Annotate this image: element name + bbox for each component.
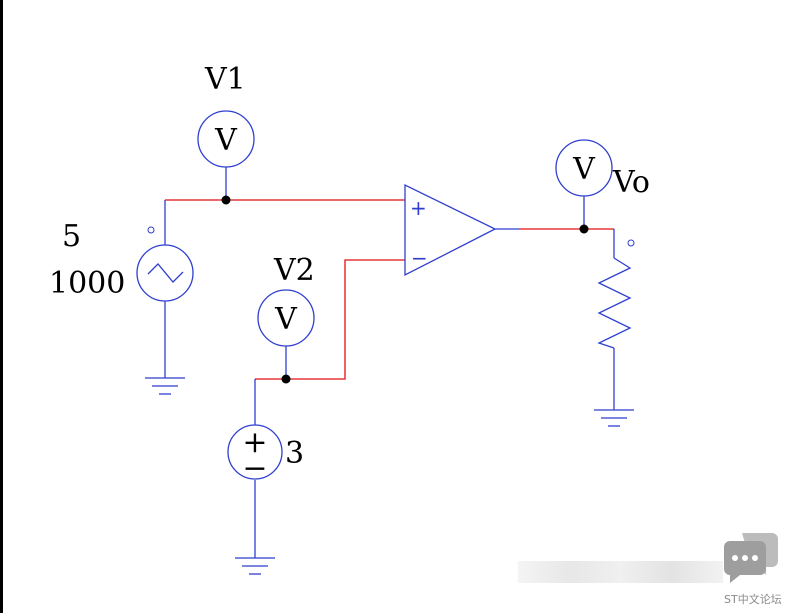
ground-ac: [145, 377, 185, 395]
resistor-zigzag: [597, 257, 632, 349]
window-edge: [0, 0, 3, 613]
ground-load: [594, 409, 634, 427]
blurred-caption: [518, 561, 723, 583]
voltmeter-vo[interactable]: V Vo: [555, 139, 650, 200]
dc-voltage-source[interactable]: + − 3: [227, 424, 304, 486]
ac-source-amplitude: 5: [62, 219, 81, 254]
junction-dot: [221, 195, 231, 205]
v2-node-wire[interactable]: [255, 259, 405, 380]
voltmeter-symbol: V: [274, 302, 298, 337]
forum-watermark: ST中文论坛: [518, 531, 800, 613]
resistor-pin-marker: [627, 239, 635, 247]
dc-source-plus: +: [242, 425, 267, 460]
op-amp[interactable]: + −: [404, 183, 497, 277]
voltmeter-v1[interactable]: V V1: [197, 62, 255, 168]
dc-source-minus: −: [242, 451, 267, 486]
voltmeter-label-v1: V1: [204, 62, 246, 97]
opamp-noninverting-sign: +: [410, 196, 427, 220]
wires: [164, 167, 615, 558]
ground-dc: [235, 557, 275, 575]
opamp-triangle: [404, 183, 497, 277]
junctions: [221, 195, 589, 384]
voltmeter-circle: [555, 139, 613, 197]
ac-source-frequency: 1000: [49, 266, 125, 301]
voltmeter-circle: [257, 289, 315, 347]
junction-dot: [579, 224, 589, 234]
voltmeter-symbol: V: [214, 123, 238, 158]
voltmeter-label-v2: V2: [273, 253, 315, 288]
ac-source-pin-marker: [147, 226, 155, 234]
voltmeter-label-vo: Vo: [612, 165, 650, 200]
voltmeter-symbol: V: [572, 152, 596, 187]
watermark-text: ST中文论坛: [724, 593, 782, 606]
sine-wave-icon: [147, 263, 184, 283]
voltmeter-circle: [197, 110, 255, 168]
opamp-inverting-sign: −: [411, 246, 428, 270]
chat-bubble-icon: [724, 533, 778, 583]
ac-voltage-source[interactable]: 5 1000: [49, 219, 194, 302]
resistor[interactable]: [597, 239, 635, 349]
dc-source-circle: [227, 424, 283, 480]
voltmeter-v2[interactable]: V V2: [257, 253, 315, 347]
junction-dot: [281, 374, 291, 384]
dc-source-voltage: 3: [285, 436, 304, 471]
